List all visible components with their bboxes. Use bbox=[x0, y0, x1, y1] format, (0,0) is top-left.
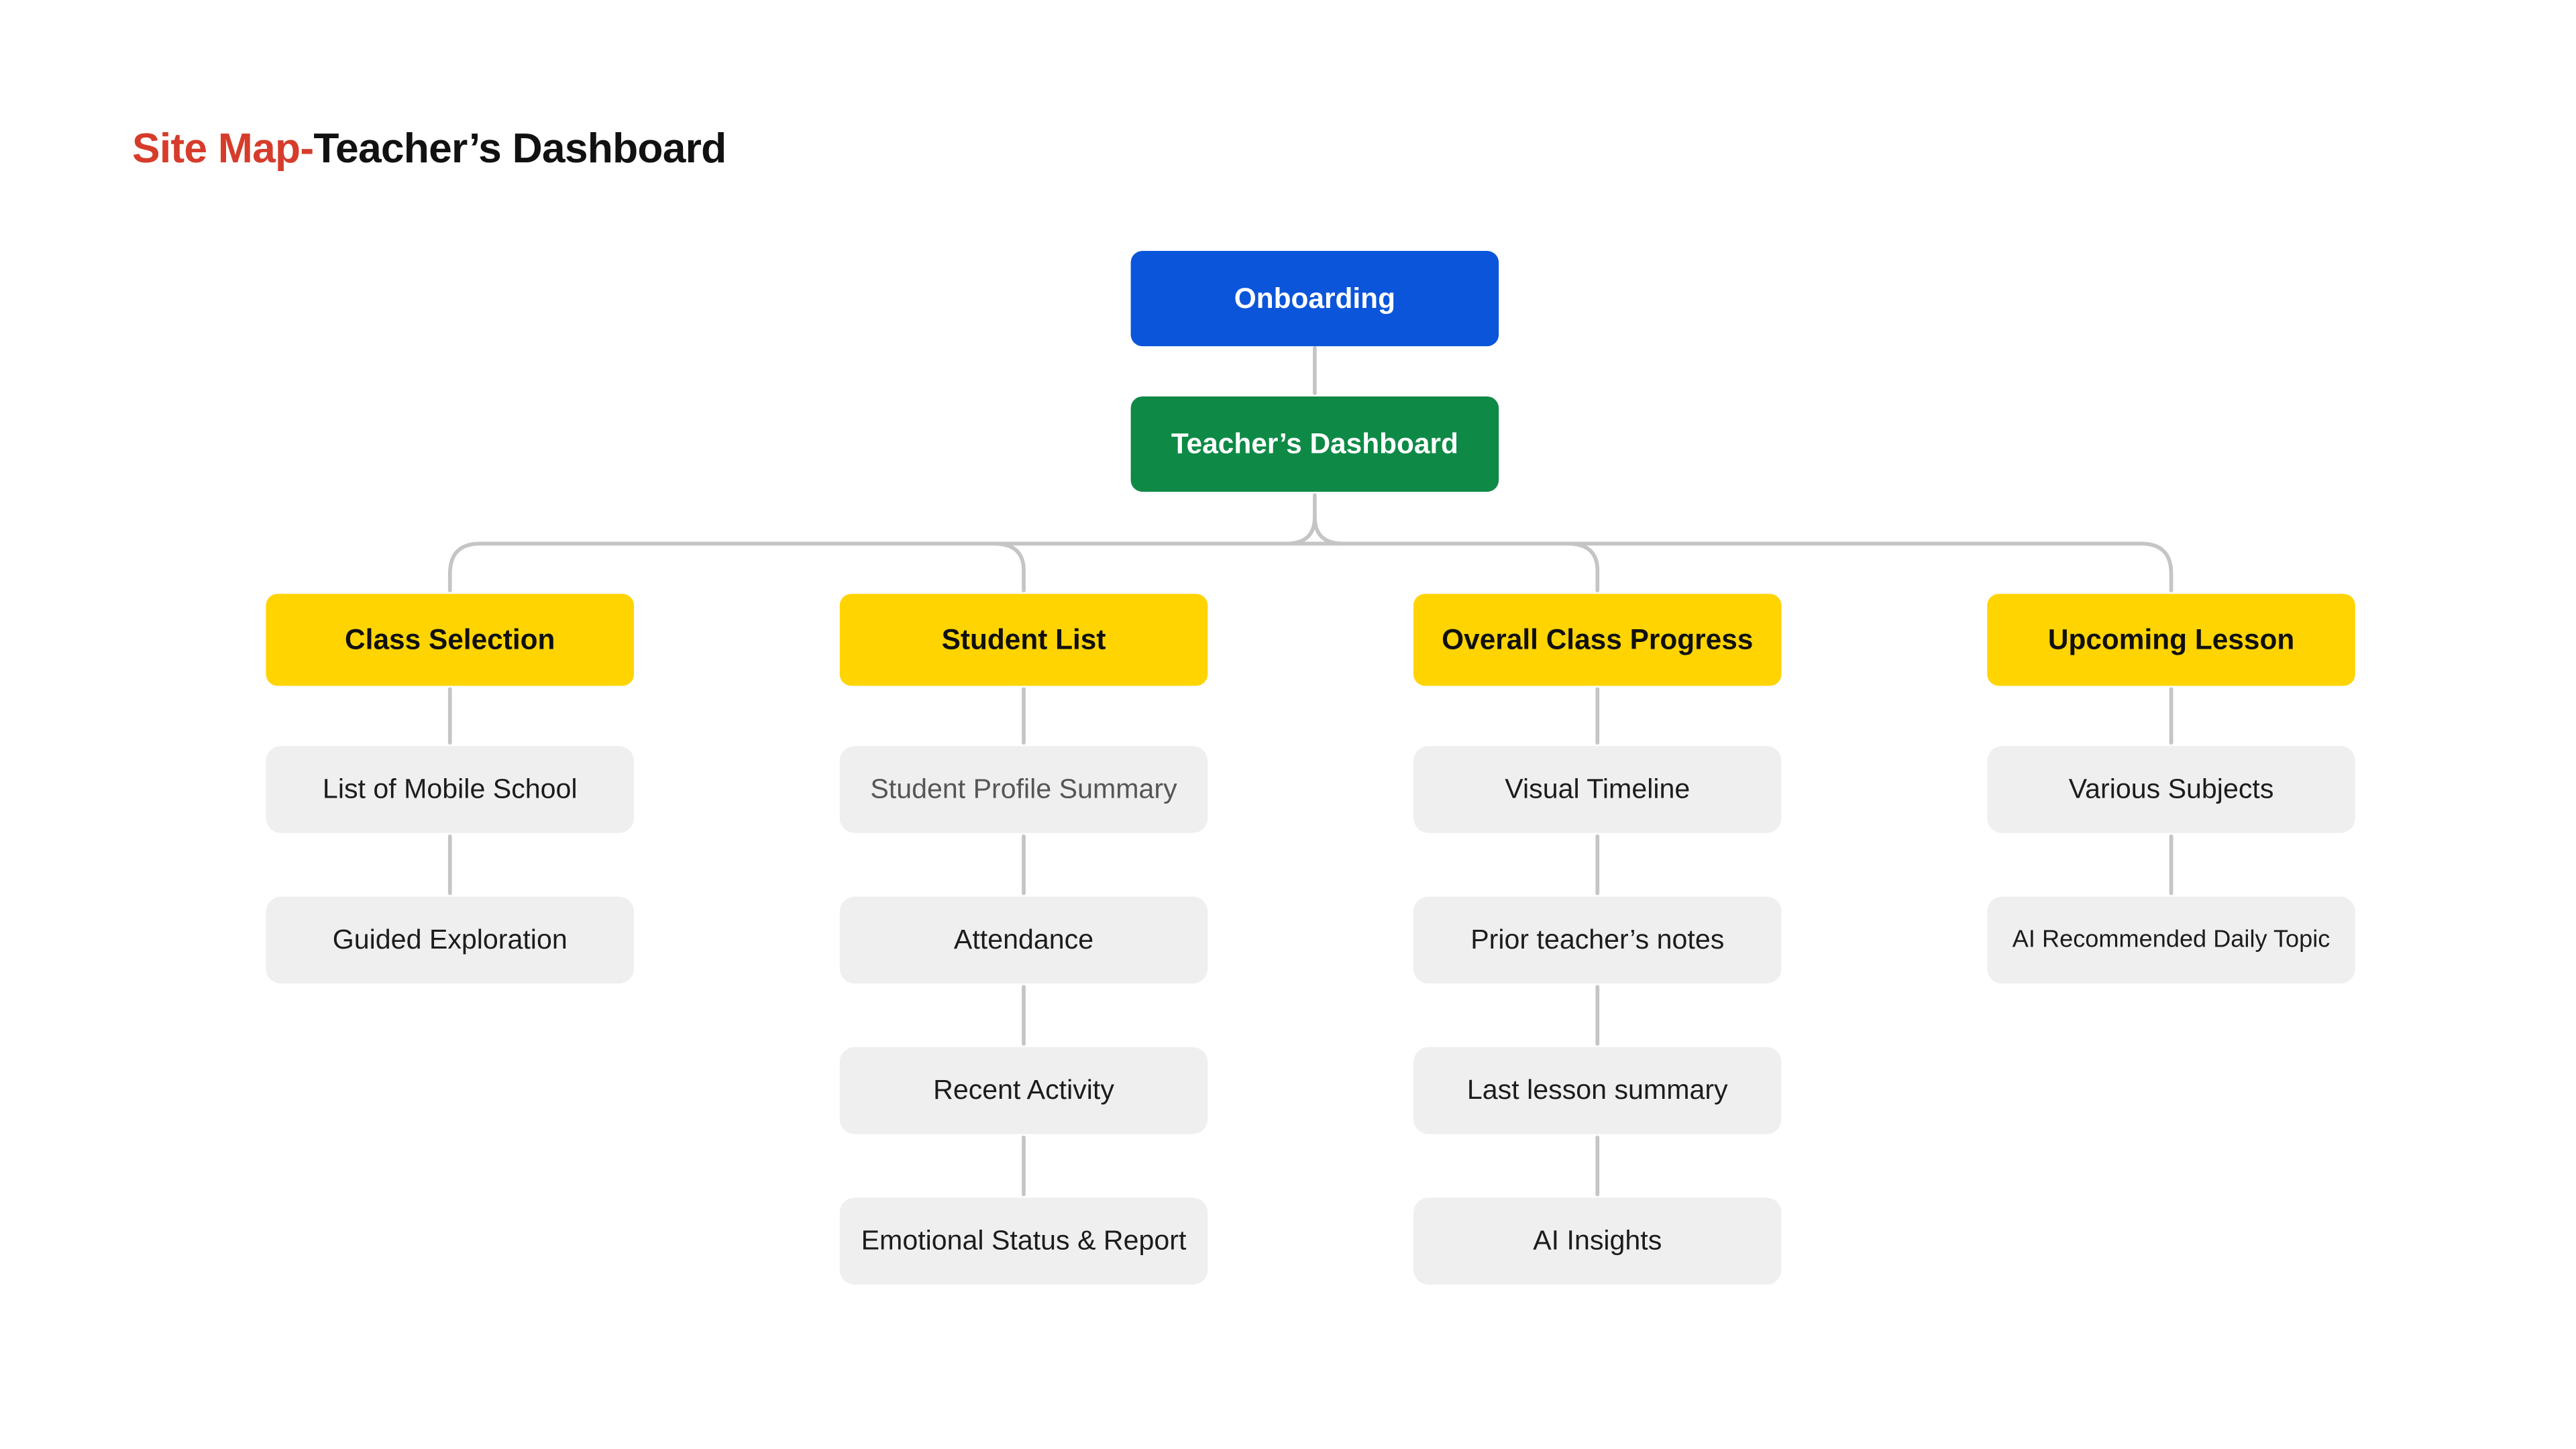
title-main: Teacher’s Dashboard bbox=[313, 125, 727, 172]
leaf-node-ai-insights: AI Insights bbox=[1413, 1197, 1782, 1285]
page-title: Site Map-Teacher’s Dashboard bbox=[132, 125, 727, 174]
branch-node-class-selection: Class Selection bbox=[266, 594, 635, 686]
branch-node-upcoming-lesson: Upcoming Lesson bbox=[1987, 594, 2355, 686]
node-onboarding: Onboarding bbox=[1130, 251, 1499, 347]
branch-node-student-list: Student List bbox=[839, 594, 1208, 686]
title-prefix: Site Map- bbox=[131, 125, 314, 172]
leaf-node-last-lesson-summary: Last lesson summary bbox=[1413, 1046, 1782, 1134]
leaf-node-emotional-status-report: Emotional Status & Report bbox=[839, 1197, 1208, 1285]
leaf-node-list-of-mobile-school: List of Mobile School bbox=[266, 746, 635, 833]
leaf-node-prior-teacher-s-notes: Prior teacher’s notes bbox=[1413, 896, 1782, 984]
node-teachers-dashboard: Teacher’s Dashboard bbox=[1130, 396, 1499, 492]
leaf-node-recent-activity: Recent Activity bbox=[839, 1046, 1208, 1134]
leaf-node-guided-exploration: Guided Exploration bbox=[266, 896, 635, 984]
leaf-node-visual-timeline: Visual Timeline bbox=[1413, 746, 1782, 833]
branch-node-overall-class-progress: Overall Class Progress bbox=[1413, 594, 1782, 686]
leaf-node-various-subjects: Various Subjects bbox=[1987, 746, 2355, 833]
leaf-node-student-profile-summary: Student Profile Summary bbox=[839, 746, 1208, 833]
leaf-node-ai-recommended-daily-topic: AI Recommended Daily Topic bbox=[1987, 896, 2355, 984]
leaf-node-attendance: Attendance bbox=[839, 896, 1208, 984]
